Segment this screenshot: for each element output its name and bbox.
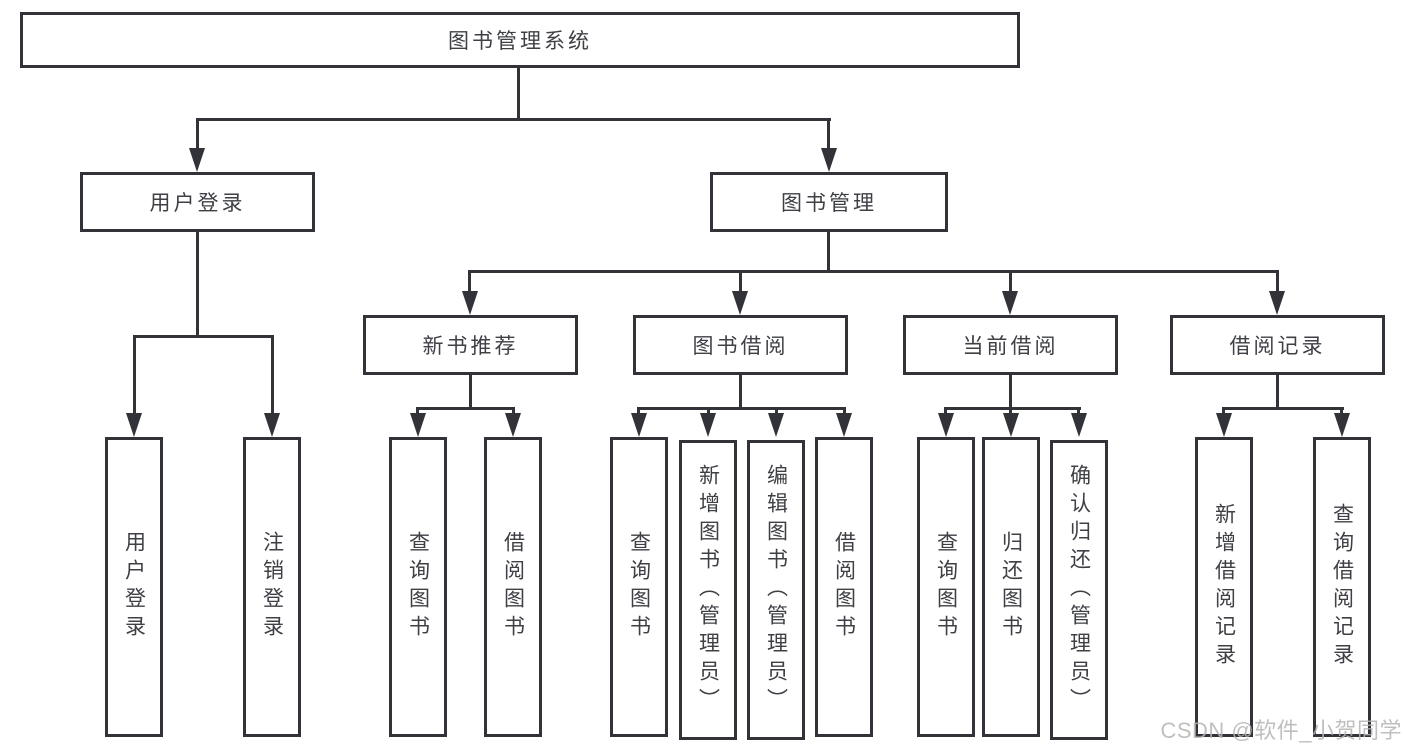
leaf-logout: 注销登录 [243,437,301,737]
node-book-borrow: 图书借阅 [633,315,848,375]
edge-line [196,118,831,121]
edge-line [637,407,640,417]
edge-line [468,270,471,295]
node-user-login: 用户登录 [80,172,315,232]
arrowhead-icon [700,413,716,437]
edge-line [707,407,710,417]
arrowhead-icon [462,291,478,315]
edge-line [1009,375,1012,410]
edge-line [827,118,830,151]
arrowhead-icon [821,148,837,172]
node-label: 图书借阅 [692,335,789,358]
node-label: 图书管理系统 [448,30,592,53]
node-label: 注销登录 [260,531,284,643]
arrowhead-icon [631,413,647,437]
node-root-system: 图书管理系统 [20,12,1020,68]
arrowhead-icon [836,413,852,437]
arrowhead-icon [1002,291,1018,315]
edge-line [196,232,199,337]
node-label: 归还图书 [999,531,1023,643]
csdn-watermark: CSDN @软件_小贺同学 [1160,718,1402,743]
arrowhead-icon [410,413,426,437]
leaf-br-query-record: 查询借阅记录 [1313,437,1371,737]
arrowhead-icon [264,413,280,437]
edge-line [739,270,742,295]
edge-line [416,407,419,417]
edge-line [1009,407,1012,417]
arrowhead-icon [189,148,205,172]
edge-line [827,232,830,273]
node-label: 新书推荐 [422,335,519,358]
arrowhead-icon [505,413,521,437]
leaf-bb-add-books-admin: 新增图书（管理员） [679,440,737,740]
edge-line [775,407,778,417]
node-label: 新增图书（管理员） [696,464,720,716]
node-label: 查询借阅记录 [1330,503,1354,671]
edge-line [739,375,742,410]
edge-line [1077,407,1080,417]
node-label: 借阅图书 [832,531,856,643]
node-label: 借阅图书 [501,531,525,643]
node-label: 确认归还（管理员） [1067,464,1091,716]
node-label: 用户登录 [149,192,246,215]
leaf-bb-borrow-books: 借阅图书 [815,437,873,737]
edge-line [271,335,274,417]
node-label: 图书管理 [781,192,877,215]
node-label: 查询图书 [627,531,651,643]
node-book-management: 图书管理 [710,172,948,232]
edge-line [133,335,136,417]
arrowhead-icon [1216,413,1232,437]
leaf-nbr-query-books: 查询图书 [389,437,447,737]
edge-line [1276,375,1279,410]
edge-line [944,407,1081,410]
edge-line [1222,407,1344,410]
edge-line [517,68,520,121]
arrowhead-icon [1269,291,1285,315]
edge-line [1222,407,1225,417]
edge-line [468,270,1279,273]
arrowhead-icon [1071,413,1087,437]
edge-line [133,335,274,338]
edge-line [1276,270,1279,295]
leaf-bb-edit-books-admin: 编辑图书（管理员） [747,440,805,740]
arrowhead-icon [1334,413,1350,437]
leaf-cb-return-books: 归还图书 [982,437,1040,737]
node-label: 当前借阅 [962,335,1059,358]
node-current-borrow: 当前借阅 [903,315,1118,375]
node-label: 用户登录 [122,531,146,643]
node-label: 新增借阅记录 [1212,503,1236,671]
arrowhead-icon [126,413,142,437]
edge-line [1009,270,1012,295]
leaf-br-add-record: 新增借阅记录 [1195,437,1253,737]
edge-line [843,407,846,417]
node-label: 编辑图书（管理员） [764,464,788,716]
leaf-user-login: 用户登录 [105,437,163,737]
node-label: 查询图书 [406,531,430,643]
edge-line [469,375,472,410]
arrowhead-icon [768,413,784,437]
leaf-nbr-borrow-books: 借阅图书 [484,437,542,737]
arrowhead-icon [1003,413,1019,437]
leaf-bb-query-books: 查询图书 [610,437,668,737]
node-label: 查询图书 [934,531,958,643]
edge-line [1340,407,1343,417]
edge-line [944,407,947,417]
node-new-book-recommend: 新书推荐 [363,315,578,375]
edge-line [416,407,515,410]
node-label: 借阅记录 [1229,335,1326,358]
edge-line [637,407,846,410]
arrowhead-icon [938,413,954,437]
node-borrow-records: 借阅记录 [1170,315,1385,375]
arrowhead-icon [732,291,748,315]
leaf-cb-query-books: 查询图书 [917,437,975,737]
edge-line [512,407,515,417]
leaf-cb-confirm-return-admin: 确认归还（管理员） [1050,440,1108,740]
edge-line [196,118,199,151]
